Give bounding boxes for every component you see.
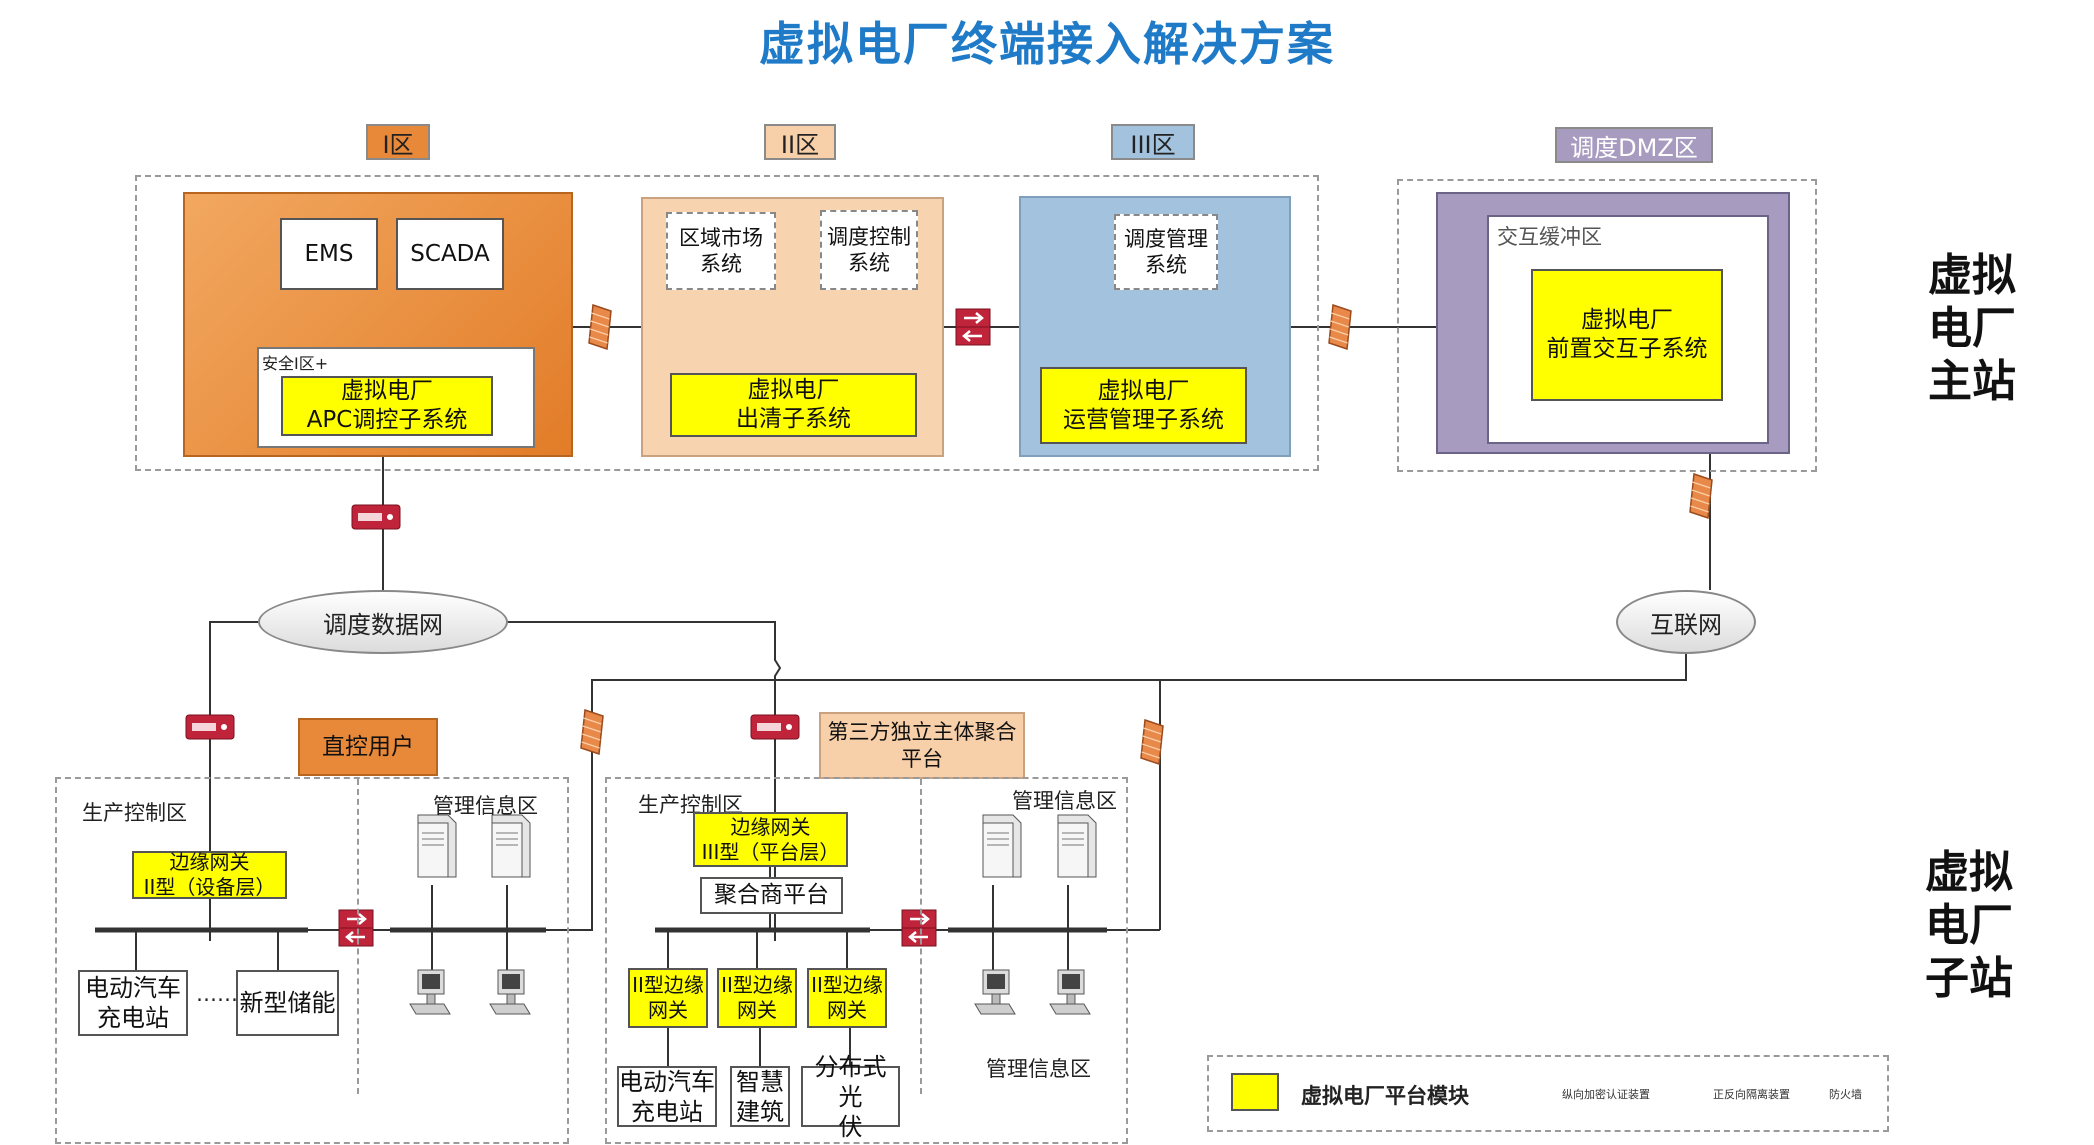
safe-zone-label: 安全I区+ (262, 354, 329, 373)
dispatch-data-network: 调度数据网 (258, 590, 508, 654)
zone-label-3: III区 (1111, 124, 1195, 160)
right-substation-area (605, 777, 1128, 1144)
computer-icon (409, 969, 451, 1015)
zone-label-2: II区 (764, 124, 836, 160)
crypto-device-icon (351, 504, 401, 530)
zone-label-1: I区 (366, 124, 430, 160)
edge-gateway-ii-device: 边缘网关 II型（设备层） (132, 850, 287, 899)
apc-subsystem: 虚拟电厂 APC调控子系统 (281, 376, 493, 436)
buffer-label: 交互缓冲区 (1497, 225, 1602, 249)
left-production-zone-label: 生产控制区 (82, 801, 187, 825)
computer-icon (1049, 969, 1091, 1015)
direct-user-box: 直控用户 (298, 718, 438, 776)
manage-system-box: 调度管理 系统 (1114, 214, 1218, 290)
legend-isolation-label: 正反向隔离装置 (1713, 1088, 1790, 1101)
substation-label: 虚拟 电厂 子站 (1925, 847, 2013, 1004)
firewall-icon (1689, 472, 1713, 520)
clearing-subsystem: 虚拟电厂 出清子系统 (670, 373, 917, 437)
gateway-ii-b: II型边缘 网关 (717, 968, 797, 1028)
left-ev-charging-box: 电动汽车 充电站 (78, 970, 188, 1036)
crypto-device-icon (750, 714, 800, 740)
crypto-device-icon (185, 714, 235, 740)
server-icon (1057, 814, 1097, 878)
aggregator-platform-box: 聚合商平台 (700, 877, 843, 914)
server-icon (982, 814, 1022, 878)
page-title: 虚拟电厂终端接入解决方案 (759, 17, 1335, 71)
gateway-ii-c: II型边缘 网关 (807, 968, 887, 1028)
market-system-box: 区域市场 系统 (666, 212, 776, 290)
smart-building-box: 智慧 建筑 (730, 1066, 790, 1127)
right-ev-charging-box: 电动汽车 充电站 (617, 1066, 717, 1127)
firewall-icon (1328, 303, 1352, 351)
computer-icon (489, 969, 531, 1015)
left-divider (357, 779, 359, 1094)
new-storage-box: 新型储能 (236, 970, 339, 1036)
computer-icon (974, 969, 1016, 1015)
isolation-device-icon (901, 909, 937, 947)
legend-panel (1207, 1055, 1889, 1132)
left-substation-area (55, 777, 569, 1144)
operation-subsystem: 虚拟电厂 运营管理子系统 (1040, 367, 1247, 444)
server-icon (417, 814, 457, 878)
legend-module-label: 虚拟电厂平台模块 (1301, 1084, 1469, 1108)
edge-gateway-iii-platform: 边缘网关 III型（平台层） (693, 812, 848, 867)
main-station-area (135, 175, 1319, 471)
legend-firewall-label: 防火墙 (1829, 1088, 1862, 1101)
firewall-icon (580, 708, 604, 756)
main-station-label: 虚拟 电厂 主站 (1928, 250, 2016, 407)
zone-label-dmz: 调度DMZ区 (1555, 127, 1713, 163)
internet-cloud: 互联网 (1616, 590, 1756, 654)
dmz-area (1397, 179, 1817, 472)
distributed-pv-box: 分布式光 伏 (801, 1053, 900, 1141)
firewall-icon (588, 303, 612, 351)
bottom-management-zone-label: 管理信息区 (986, 1057, 1091, 1081)
gateway-ii-a: II型边缘 网关 (628, 968, 708, 1028)
control-system-box: 调度控制 系统 (820, 210, 918, 290)
ellipsis-text: …… (196, 982, 238, 1006)
connector-line (546, 654, 1687, 931)
left-management-zone-label: 管理信息区 (433, 794, 538, 818)
isolation-device-icon (338, 909, 374, 947)
scada-box: SCADA (396, 218, 504, 290)
server-icon (491, 814, 531, 878)
legend-module-swatch (1231, 1073, 1279, 1111)
third-party-platform-box: 第三方独立主体聚合 平台 (819, 712, 1025, 779)
front-interaction-subsystem: 虚拟电厂 前置交互子系统 (1531, 269, 1723, 401)
right-management-zone-label: 管理信息区 (1012, 789, 1117, 813)
right-divider (920, 779, 922, 1094)
ems-box: EMS (280, 218, 378, 290)
firewall-icon (1140, 718, 1164, 766)
isolation-device-icon (955, 308, 991, 346)
legend-crypto-label: 纵向加密认证装置 (1562, 1088, 1650, 1101)
